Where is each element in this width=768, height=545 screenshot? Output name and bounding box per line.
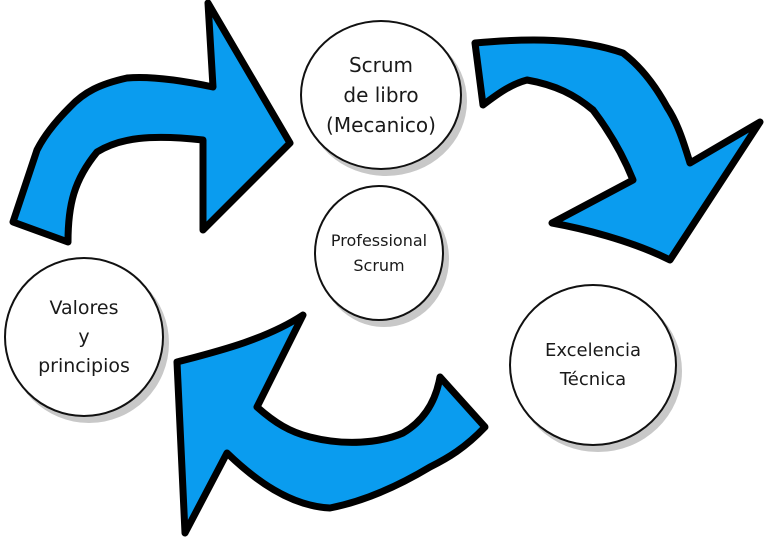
node-label: Excelencia Técnica: [544, 340, 642, 390]
arrow-scrum-to-excelencia: [471, 36, 764, 264]
node-professional-scrum: Professional Scrum: [314, 185, 444, 321]
arrow-excelencia-to-valores: [173, 311, 489, 537]
node-label: Valores y principios: [38, 296, 130, 377]
node-valores-y-principios: Valores y principios: [4, 257, 164, 417]
node-label: Scrum de libro (Mecanico): [326, 53, 436, 137]
node-excelencia-tecnica: Excelencia Técnica: [509, 284, 677, 446]
node-label: Professional Scrum: [330, 231, 428, 275]
arrow-valores-to-scrum: [9, 0, 294, 246]
node-scrum-de-libro: Scrum de libro (Mecanico): [300, 20, 462, 170]
